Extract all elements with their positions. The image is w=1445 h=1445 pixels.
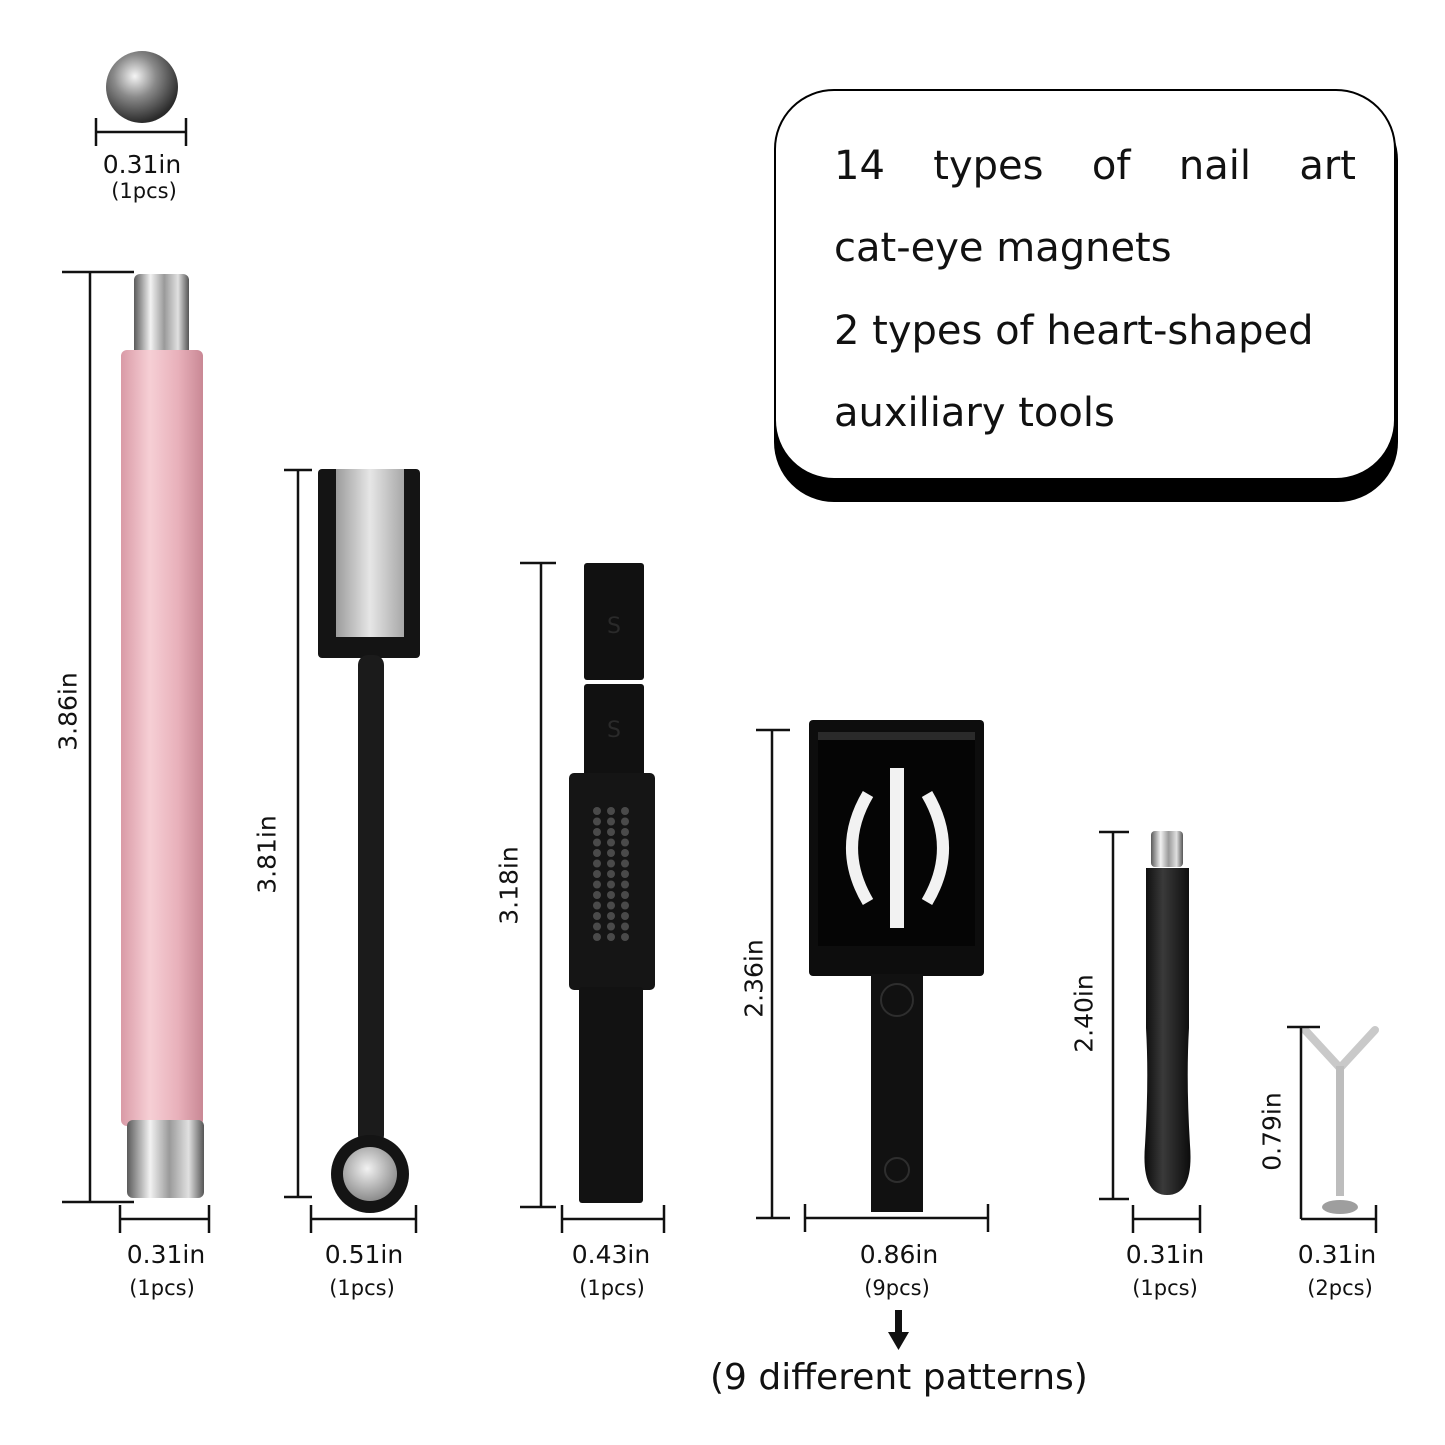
info-card-line-1: 14 types of nail art bbox=[834, 143, 1356, 189]
grip-dot bbox=[607, 859, 615, 868]
small-black-magnet-pen-height: 2.40in bbox=[1069, 974, 1099, 1053]
grip-dot bbox=[621, 838, 629, 847]
y-shaped-heart-tool-width: 0.31in bbox=[1297, 1240, 1377, 1269]
grip-dot bbox=[593, 933, 601, 941]
grip-dot bbox=[593, 817, 601, 826]
grip-dot bbox=[607, 880, 615, 889]
info-card-line-4: auxiliary tools bbox=[834, 390, 1115, 436]
bar-magnet-width: 0.43in bbox=[571, 1240, 651, 1269]
grip-dot bbox=[621, 859, 629, 868]
grip-dot bbox=[593, 828, 601, 836]
patterns-note: (9 different patterns) bbox=[710, 1357, 1088, 1398]
grip-dot bbox=[593, 870, 601, 878]
small-black-magnet-pen-qty: (1pcs) bbox=[1132, 1276, 1198, 1300]
grip-dot bbox=[621, 912, 629, 920]
grip-dot bbox=[607, 912, 615, 920]
grip-dot bbox=[607, 838, 615, 847]
grip-dot bbox=[607, 849, 615, 857]
grip-dot bbox=[593, 880, 601, 889]
svg-text:S: S bbox=[607, 614, 621, 639]
grip-dot bbox=[621, 901, 629, 910]
grip-dot bbox=[607, 922, 615, 931]
grip-dot bbox=[621, 922, 629, 931]
grip-dot bbox=[593, 922, 601, 931]
pink-magnet-pen-image bbox=[121, 274, 204, 1198]
pattern-magnet-plate-height: 2.36in bbox=[739, 939, 769, 1018]
bar-magnet-height: 3.18in bbox=[494, 846, 524, 925]
small-black-magnet-pen-image bbox=[1144, 831, 1191, 1195]
info-card bbox=[774, 89, 1396, 480]
double-end-magnet-stick-height: 3.81in bbox=[252, 815, 282, 894]
grip-dot bbox=[621, 870, 629, 878]
grip-dot bbox=[593, 807, 601, 815]
steel-ball-qty: (1pcs) bbox=[111, 179, 177, 203]
double-end-magnet-stick-qty: (1pcs) bbox=[329, 1276, 395, 1300]
grip-dot bbox=[621, 817, 629, 826]
grip-dot bbox=[593, 912, 601, 920]
pattern-magnet-plate-qty: (9pcs) bbox=[864, 1276, 930, 1300]
grip-dot bbox=[593, 859, 601, 868]
grip-dot bbox=[607, 807, 615, 815]
grip-dot bbox=[593, 849, 601, 857]
grip-dot bbox=[621, 849, 629, 857]
pattern-magnet-plate-width: 0.86in bbox=[859, 1240, 939, 1269]
small-black-magnet-pen-width: 0.31in bbox=[1125, 1240, 1205, 1269]
y-shaped-heart-tool-height: 0.79in bbox=[1257, 1092, 1287, 1171]
double-end-magnet-stick-image bbox=[318, 469, 420, 1213]
grip-dot bbox=[621, 933, 629, 941]
steel-ball-width: 0.31in bbox=[102, 150, 182, 179]
grip-dot bbox=[593, 901, 601, 910]
grip-dot bbox=[621, 828, 629, 836]
pink-magnet-pen-width: 0.31in bbox=[126, 1240, 206, 1269]
grip-dot bbox=[593, 891, 601, 899]
pink-magnet-pen-qty: (1pcs) bbox=[129, 1276, 195, 1300]
svg-text:S: S bbox=[607, 718, 621, 743]
grip-dot bbox=[621, 891, 629, 899]
grip-dot bbox=[621, 807, 629, 815]
bar-magnet-qty: (1pcs) bbox=[579, 1276, 645, 1300]
info-card-line-3: 2 types of heart-shaped bbox=[834, 308, 1314, 354]
y-shaped-heart-tool-qty: (2pcs) bbox=[1307, 1276, 1373, 1300]
info-card-line-2: cat-eye magnets bbox=[834, 225, 1172, 271]
dimension-lines bbox=[62, 118, 1378, 1233]
pink-magnet-pen-height: 3.86in bbox=[53, 672, 83, 751]
grip-dot bbox=[607, 933, 615, 941]
grip-dot bbox=[607, 901, 615, 910]
pattern-magnet-plate-image bbox=[809, 720, 984, 1212]
grip-dot bbox=[607, 817, 615, 826]
double-end-magnet-stick-width: 0.51in bbox=[324, 1240, 404, 1269]
grip-dot bbox=[621, 880, 629, 889]
bar-magnet-image: S S bbox=[569, 563, 655, 1203]
arrow-down-icon bbox=[888, 1310, 909, 1350]
grip-dot bbox=[607, 891, 615, 899]
grip-dot bbox=[607, 870, 615, 878]
y-shaped-heart-tool-image bbox=[1301, 1026, 1379, 1214]
grip-dot bbox=[593, 838, 601, 847]
steel-ball-image bbox=[106, 51, 178, 123]
grip-dot bbox=[607, 828, 615, 836]
